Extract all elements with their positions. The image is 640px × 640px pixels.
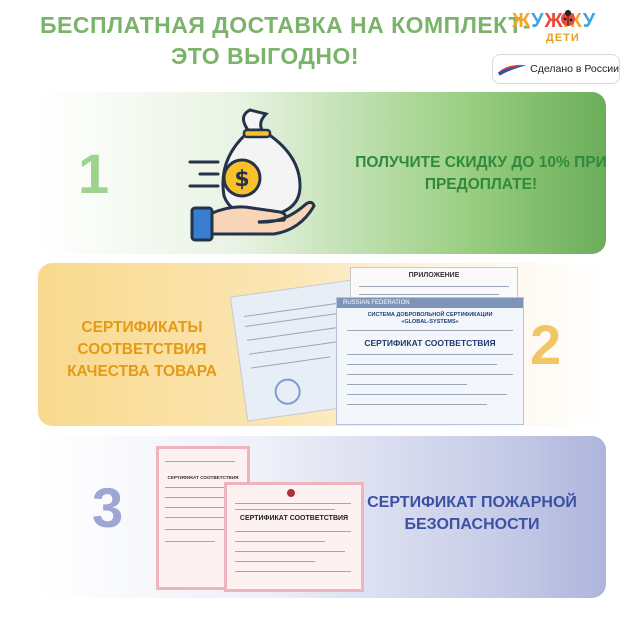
- headline-line-1: БЕСПЛАТНАЯ ДОСТАВКА НА КОМПЛЕКТ-: [40, 12, 532, 38]
- logo-letter: У: [582, 10, 597, 32]
- headline-line-2: ЭТО ВЫГОДНО!: [170, 43, 360, 69]
- benefit-card-1: 1 $ ПОЛУЧИТЕ СКИДКУ ДО 10% ПРИ ПРЕДОПЛАТ…: [38, 92, 606, 254]
- appendix-title: ПРИЛОЖЕНИЕ: [408, 272, 460, 279]
- card-text: ПОЛУЧИТЕ СКИДКУ ДО 10% ПРИ ПРЕДОПЛАТЕ!: [355, 154, 606, 193]
- cert-title: СЕРТИФИКАТ СООТВЕТСТВИЯ: [239, 515, 349, 522]
- made-in-russia-badge: Сделано в России: [492, 54, 620, 84]
- card-number: 3: [92, 476, 124, 539]
- cert-system-title: СИСТЕМА ДОБРОВОЛЬНОЙ СЕРТИФИКАЦИИ: [367, 312, 493, 318]
- brand-block: ЖУЖЖУ ДЕТИ Сделано в России: [492, 4, 636, 84]
- svg-text:$: $: [234, 167, 249, 192]
- cert-system-name: «GLOBAL-SYSTEMS»: [401, 319, 459, 325]
- cert-header-band: RUSSIAN FEDERATION: [337, 298, 523, 308]
- benefit-card-3: 3 СЕРТИФИКАТ СООТВЕТСТВИЯ СЕРТИФИКАТ СОО…: [38, 436, 606, 598]
- certificate-main-image: RUSSIAN FEDERATION СИСТЕМА ДОБРОВОЛЬНОЙ …: [336, 297, 524, 425]
- benefit-card-2: СЕРТИФИКАТЫ СООТВЕТСТВИЯ КАЧЕСТВА ТОВАРА…: [38, 263, 606, 426]
- card-text: СЕРТИФИКАТ ПОЖАРНОЙ БЕЗОПАСНОСТИ: [367, 494, 577, 533]
- russia-flag-icon: [497, 64, 527, 76]
- cert-title: СЕРТИФИКАТ СООТВЕТСТВИЯ: [364, 338, 496, 348]
- logo-letter: У: [531, 10, 545, 32]
- made-in-russia-label: Сделано в России: [530, 63, 619, 75]
- brand-logo: ЖУЖЖУ: [512, 10, 596, 33]
- card-number: 2: [530, 313, 562, 376]
- logo-letter: Ж: [512, 10, 532, 32]
- ladybug-icon: [561, 10, 575, 26]
- logo-letter: Ж: [544, 10, 564, 32]
- money-bag-hand-icon: $: [188, 108, 316, 242]
- brand-sub: ДЕТИ: [546, 32, 580, 44]
- card-text: СЕРТИФИКАТЫ СООТВЕТСТВИЯ КАЧЕСТВА ТОВАРА: [67, 319, 217, 380]
- fire-certificate-main-image: СЕРТИФИКАТ СООТВЕТСТВИЯ: [224, 482, 364, 592]
- page-headline: БЕСПЛАТНАЯ ДОСТАВКА НА КОМПЛЕКТ- ЭТО ВЫГ…: [40, 10, 532, 72]
- card-number: 1: [78, 142, 110, 205]
- cert-title: СЕРТИФИКАТ СООТВЕТСТВИЯ: [167, 475, 239, 480]
